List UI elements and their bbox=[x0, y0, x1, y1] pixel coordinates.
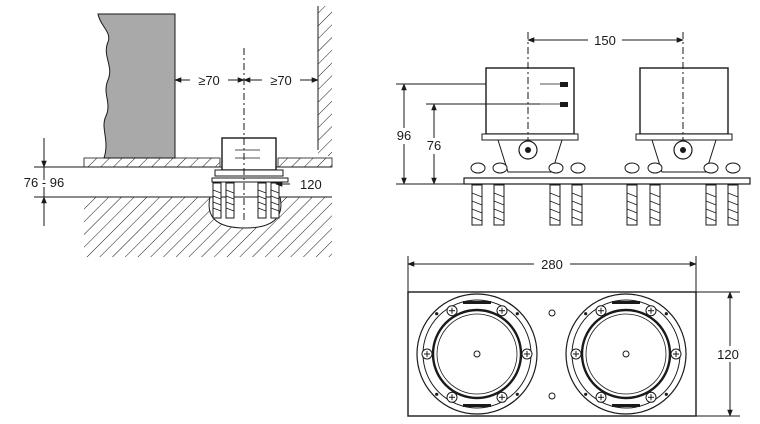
anchor-bolts-elevation bbox=[471, 184, 739, 226]
front-elevation: 150 bbox=[394, 32, 751, 226]
screw-icon bbox=[645, 391, 657, 403]
dim-height-box: 76 bbox=[427, 138, 441, 153]
screw-icon bbox=[496, 391, 508, 403]
wall-block bbox=[97, 13, 176, 159]
screw-icon bbox=[595, 391, 607, 403]
mounting-box-2 bbox=[639, 67, 729, 135]
screw-icon bbox=[595, 305, 607, 317]
screw-icon bbox=[446, 391, 458, 403]
dim-plan-length: 280 bbox=[541, 257, 563, 272]
dim-box-spacing: 150 bbox=[594, 33, 616, 48]
screw-icon bbox=[446, 305, 458, 317]
dim-clearance-right: ≥70 bbox=[270, 73, 292, 88]
ring-right bbox=[565, 293, 687, 415]
dim-plan-width: 120 bbox=[717, 347, 739, 362]
ring-left bbox=[416, 293, 538, 415]
floor-finish bbox=[83, 157, 221, 168]
screw-icon bbox=[496, 305, 508, 317]
dim-side-box-width: 120 bbox=[300, 177, 322, 192]
screw-icon bbox=[645, 305, 657, 317]
screw-icon bbox=[670, 348, 682, 360]
mounting-box-section bbox=[221, 137, 277, 171]
concrete-slab bbox=[84, 197, 332, 257]
screw-icon bbox=[521, 348, 533, 360]
right-wall bbox=[318, 6, 332, 156]
dim-height-total: 96 bbox=[397, 128, 411, 143]
anchor-bolts-section bbox=[212, 182, 280, 219]
section-view: ≥70 ≥70 76 - 96 120 bbox=[21, 6, 333, 257]
dim-clearance-left: ≥70 bbox=[198, 73, 220, 88]
screw-icon bbox=[421, 348, 433, 360]
mounting-box-1 bbox=[485, 67, 575, 135]
mounting-rings bbox=[416, 293, 687, 415]
screw-icon bbox=[570, 348, 582, 360]
dim-floor-depth: 76 - 96 bbox=[24, 175, 64, 190]
base-plate-elevation bbox=[463, 177, 751, 185]
